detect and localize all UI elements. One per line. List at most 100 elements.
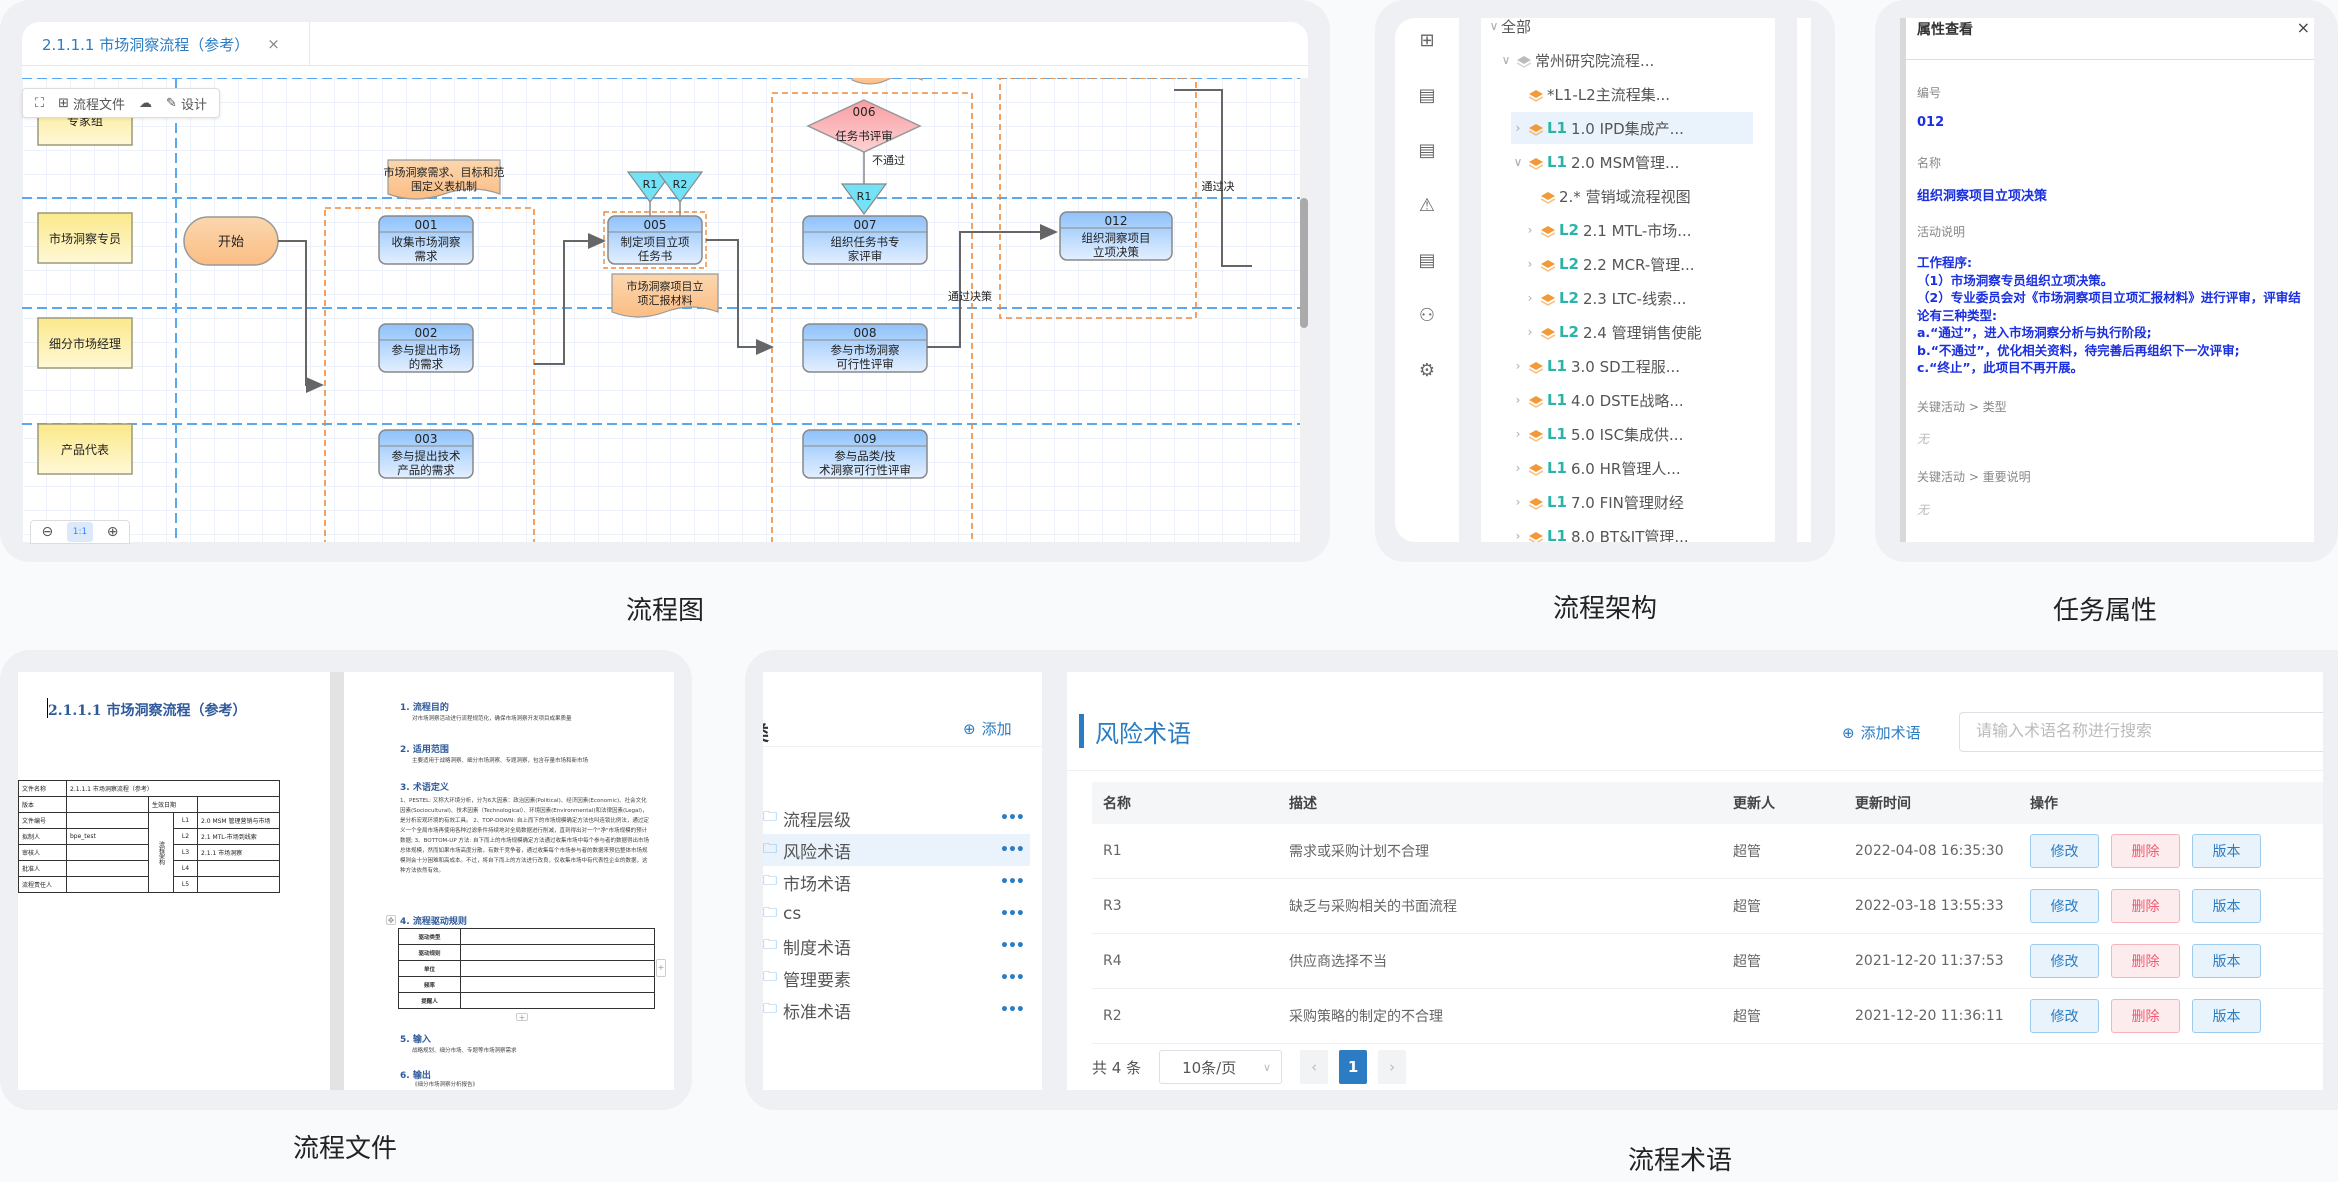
- doc-approve-icon[interactable]: ▤: [1418, 139, 1436, 161]
- category-item[interactable]: 🗀制度术语•••: [763, 930, 1030, 962]
- edit-button[interactable]: 修改: [2030, 999, 2099, 1033]
- version-button[interactable]: 版本: [2192, 834, 2261, 868]
- delete-button[interactable]: 删除: [2111, 944, 2180, 978]
- add-term-button[interactable]: ⊕添加术语: [1842, 722, 1921, 743]
- delete-button[interactable]: 删除: [2111, 834, 2180, 868]
- gear-icon[interactable]: ⚙: [1418, 359, 1436, 381]
- more-icon[interactable]: •••: [1000, 970, 1025, 986]
- activity-node[interactable]: [802, 429, 928, 479]
- document-page-2[interactable]: 1. 流程目的 对市场洞察活动进行流程规范化，确保市场洞察开发项目成果质量 2.…: [344, 672, 674, 1090]
- chevron-right-icon[interactable]: ›: [1527, 257, 1533, 271]
- activity-node[interactable]: [607, 215, 703, 265]
- risk-marker[interactable]: [656, 171, 704, 204]
- chevron-right-icon[interactable]: ›: [1515, 529, 1521, 542]
- fit-button[interactable]: 1:1: [66, 522, 93, 542]
- doc-user-icon[interactable]: ▤: [1418, 249, 1436, 271]
- more-icon[interactable]: •••: [1000, 1002, 1025, 1018]
- category-item[interactable]: 🗀风险术语•••: [763, 834, 1030, 866]
- close-icon[interactable]: ×: [2296, 18, 2310, 37]
- risk-marker[interactable]: [840, 183, 888, 216]
- chevron-right-icon[interactable]: ›: [1515, 495, 1521, 509]
- edit-button[interactable]: 修改: [2030, 834, 2099, 868]
- add-row-button[interactable]: +: [516, 1013, 528, 1022]
- chevron-right-icon[interactable]: ›: [1527, 325, 1533, 339]
- next-page-button[interactable]: ›: [1378, 1050, 1407, 1084]
- delete-button[interactable]: 删除: [2111, 889, 2180, 923]
- more-icon[interactable]: •••: [1000, 810, 1025, 826]
- category-item[interactable]: 🗀cs•••: [763, 898, 1030, 930]
- zoom-out-button[interactable]: ⊖: [34, 522, 60, 542]
- category-item[interactable]: 🗀流程层级•••: [763, 802, 1030, 834]
- users-icon[interactable]: ⚇: [1418, 304, 1436, 326]
- tree-node[interactable]: ∨常州研究院流程...: [1499, 44, 1655, 76]
- more-icon[interactable]: •••: [1000, 938, 1025, 954]
- activity-node[interactable]: [378, 215, 474, 265]
- document-node[interactable]: [387, 159, 501, 200]
- doc-check-icon[interactable]: ▤: [1418, 84, 1436, 106]
- category-item[interactable]: 🗀市场术语•••: [763, 866, 1030, 898]
- scrollbar-thumb[interactable]: [1300, 198, 1308, 328]
- more-icon[interactable]: •••: [1000, 906, 1025, 922]
- tree-node[interactable]: ∨全部: [1487, 18, 1531, 42]
- risk-marker[interactable]: [626, 171, 674, 204]
- table-move-handle[interactable]: ✥: [386, 915, 396, 925]
- chevron-right-icon[interactable]: ›: [1527, 223, 1533, 237]
- version-button[interactable]: 版本: [2192, 944, 2261, 978]
- more-icon[interactable]: •••: [1000, 842, 1025, 858]
- chevron-right-icon[interactable]: ›: [1515, 393, 1521, 407]
- download-button[interactable]: ☁: [139, 96, 152, 111]
- chevron-right-icon[interactable]: ›: [1515, 427, 1521, 441]
- chevron-down-icon[interactable]: ∨: [1513, 155, 1523, 169]
- design-button[interactable]: ✎设计: [166, 94, 207, 113]
- tree-node[interactable]: *L1-L2主流程集...: [1511, 78, 1670, 110]
- grid-icon[interactable]: ⊞: [1419, 29, 1435, 51]
- edit-button[interactable]: 修改: [2030, 944, 2099, 978]
- prev-page-button[interactable]: ‹: [1300, 1050, 1329, 1084]
- warning-icon[interactable]: ⚠: [1418, 194, 1436, 216]
- activity-node[interactable]: [378, 429, 474, 479]
- version-button[interactable]: 版本: [2192, 889, 2261, 923]
- chevron-right-icon[interactable]: ›: [1515, 461, 1521, 475]
- delete-button[interactable]: 删除: [2111, 999, 2180, 1033]
- chevron-right-icon[interactable]: ›: [1515, 359, 1521, 373]
- page-1-button[interactable]: 1: [1339, 1050, 1368, 1084]
- activity-node[interactable]: [802, 215, 928, 265]
- close-icon[interactable]: ×: [267, 35, 280, 53]
- page-size-select[interactable]: 10条/页∨: [1159, 1050, 1283, 1084]
- tab-flowchart[interactable]: 2.1.1.1 市场洞察流程（参考） ×: [22, 22, 310, 66]
- vertical-scrollbar[interactable]: [1300, 78, 1308, 542]
- version-button[interactable]: 版本: [2192, 999, 2261, 1033]
- scroll-gutter[interactable]: [1775, 18, 1797, 542]
- chevron-right-icon[interactable]: ›: [1515, 121, 1521, 135]
- document-node[interactable]: [611, 273, 719, 318]
- activity-node[interactable]: [378, 323, 474, 373]
- activity-node[interactable]: [1059, 211, 1173, 261]
- tree-node[interactable]: 2.* 营销域流程视图: [1523, 180, 1691, 212]
- term-search-input[interactable]: [1959, 712, 2323, 752]
- fullscreen-button[interactable]: ⛶: [35, 96, 44, 111]
- chevron-right-icon[interactable]: ›: [1527, 291, 1533, 305]
- chevron-down-icon[interactable]: ∨: [1489, 19, 1499, 33]
- chevron-down-icon[interactable]: ∨: [1501, 53, 1511, 67]
- add-column-button[interactable]: +: [656, 959, 666, 977]
- category-item[interactable]: 🗀标准术语•••: [763, 994, 1030, 1026]
- category-item[interactable]: 🗀管理要素•••: [763, 962, 1030, 994]
- edit-button[interactable]: 修改: [2030, 889, 2099, 923]
- more-icon[interactable]: •••: [1000, 874, 1025, 890]
- add-category-button[interactable]: ⊕添加: [963, 718, 1012, 739]
- zoom-in-button[interactable]: ⊕: [100, 522, 126, 542]
- flow-file-button[interactable]: ⊞流程文件: [58, 94, 125, 113]
